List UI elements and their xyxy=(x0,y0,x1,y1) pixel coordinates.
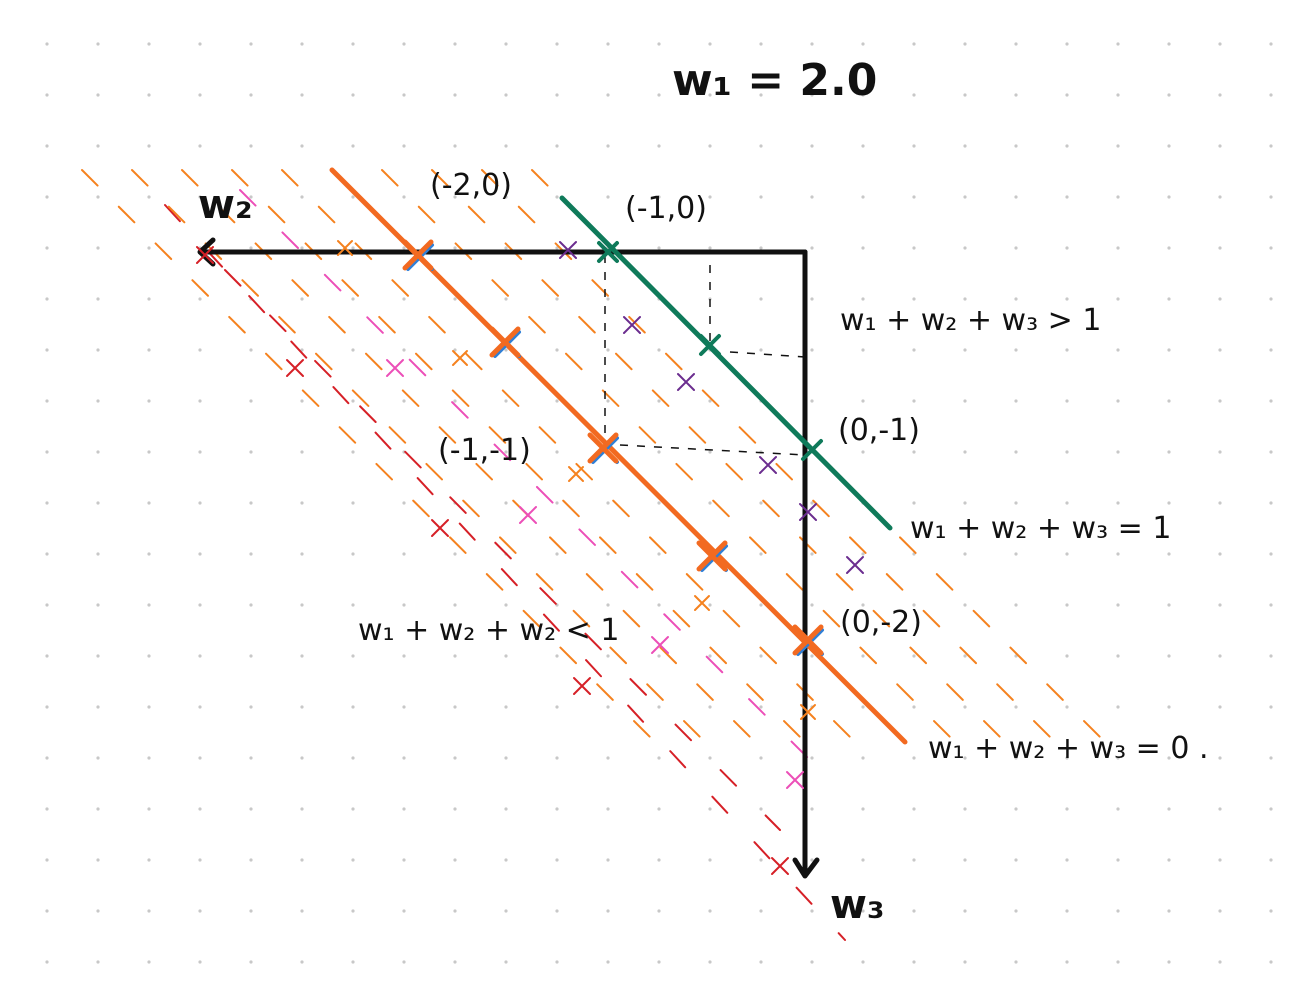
hatch-red-region xyxy=(164,204,846,941)
cross-purple-icon xyxy=(759,456,777,474)
cross-orange-icon xyxy=(402,239,434,271)
hatch-line-red xyxy=(164,204,846,941)
cross-red-icon xyxy=(286,359,304,377)
cross-red-icon xyxy=(196,246,214,264)
cross-pink-icon xyxy=(786,771,804,789)
cross-orange-small-icon xyxy=(452,350,468,366)
point-label-m1-m1: (-1,-1) xyxy=(438,433,531,468)
line-sum-one xyxy=(559,195,893,531)
cross-green-icon xyxy=(801,439,823,461)
point-label-0-m2: (0,-2) xyxy=(840,605,922,640)
point-label-m1-0: (-1,0) xyxy=(625,191,707,226)
cross-pink-icon xyxy=(519,506,537,524)
hatch-line-pink xyxy=(239,189,831,781)
cross-pink-icon xyxy=(651,636,669,654)
cross-purple-icon xyxy=(846,556,864,574)
cross-orange-icon xyxy=(489,326,521,358)
cross-purple-icon xyxy=(799,503,817,521)
cross-green-icon xyxy=(597,241,619,263)
cross-marks xyxy=(196,239,864,875)
w2-axis-label: w₂ xyxy=(198,182,252,228)
cross-orange-small-icon xyxy=(694,595,710,611)
cross-purple-icon xyxy=(623,316,641,334)
cross-red-icon xyxy=(573,677,591,695)
cross-red-icon xyxy=(431,519,449,537)
hatch-line-red xyxy=(224,269,781,831)
cross-orange-small-icon xyxy=(568,466,584,482)
region-less-label: w₁ + w₂ + w₂ < 1 xyxy=(358,613,619,648)
title-w1: w₁ = 2.0 xyxy=(672,55,877,106)
hatch-pink-region xyxy=(239,189,831,781)
region-equal-zero-label: w₁ + w₂ + w₃ = 0 . xyxy=(928,731,1208,766)
cross-orange-small-icon xyxy=(800,704,816,720)
cross-orange-icon xyxy=(587,432,619,464)
w3-arrowhead-icon xyxy=(792,857,820,879)
cross-purple-icon xyxy=(677,373,695,391)
w3-axis-label: w₃ xyxy=(830,882,884,928)
region-greater-label: w₁ + w₂ + w₃ > 1 xyxy=(840,303,1101,338)
cross-purple-icon xyxy=(559,241,577,259)
point-label-0-m1: (0,-1) xyxy=(838,413,920,448)
cross-orange-icon xyxy=(696,540,728,572)
cross-red-icon xyxy=(771,857,789,875)
cross-pink-icon xyxy=(386,359,404,377)
cross-orange-icon xyxy=(792,624,824,656)
projection-lines xyxy=(604,255,806,456)
region-equal-one-label: w₁ + w₂ + w₃ = 1 xyxy=(910,511,1171,546)
cross-orange-small-icon xyxy=(337,240,353,256)
cross-green-icon xyxy=(699,334,721,356)
point-label-m2-0: (-2,0) xyxy=(430,168,512,203)
